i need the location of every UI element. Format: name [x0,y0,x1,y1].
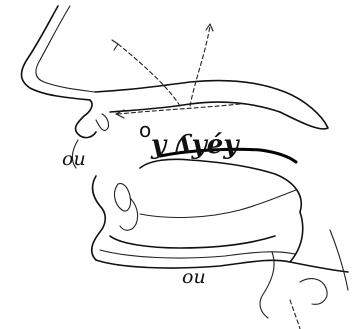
lip-vowel-label: ou [62,150,86,169]
airflow-arrowhead-left [112,40,118,50]
chin-outer-line [96,260,348,272]
phonetic-transcription: y ʎyéy [151,132,238,158]
palate-vowel-label: o [139,120,151,140]
airflow-nasal-right [190,26,210,106]
neck-right-line [330,230,348,290]
epiglottis [260,252,274,318]
lower-teeth [115,184,131,211]
trachea-line [290,300,300,329]
upper-lip-outline [76,100,96,138]
palate-upper-contour [95,80,328,128]
larynx [300,279,327,305]
airflow-nasal-left [118,44,180,106]
palate-lower-contour [110,102,280,112]
chin-inner-line [100,250,295,258]
nose-inner-outline [36,6,95,92]
floor-of-mouth [140,190,296,217]
lower-lip-outline [92,176,106,260]
upper-teeth [96,114,109,130]
throat-vowel-label: ou [182,268,206,287]
lower-teeth-inner [120,198,138,230]
pharynx-wall [290,212,303,262]
tongue-body [140,159,301,212]
jaw-outline [110,236,275,248]
